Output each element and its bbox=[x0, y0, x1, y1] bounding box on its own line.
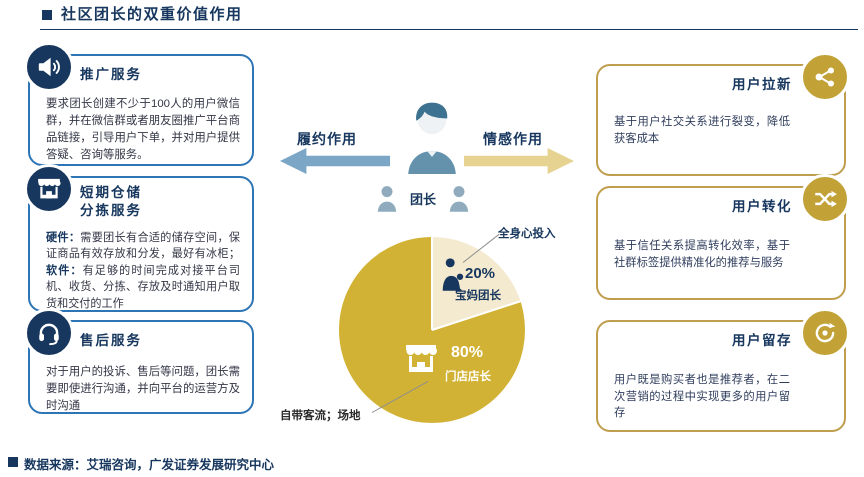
after-sales-card: 售后服务 对于用户的投诉、售后等问题，团长需要即使进行沟通，并向平台的运营方及时… bbox=[24, 308, 254, 414]
page-title: 社区团长的双重价值作用 bbox=[61, 6, 243, 23]
user-acquisition-card: 用户拉新 基于用户社交关系进行裂变，降低获客成本 bbox=[596, 52, 850, 176]
callout-devotion: 全身心投入 bbox=[498, 228, 556, 240]
source-bullet-square bbox=[8, 457, 18, 467]
software-label: 软件： bbox=[46, 264, 83, 277]
card-body: 用户既是购买者也是推荐者，在二次营销的过程中实现更多的用户留存 bbox=[614, 374, 790, 420]
card-title: 推广服务 bbox=[80, 67, 142, 82]
pie-slice-separator bbox=[431, 237, 433, 330]
leader-label: 团长 bbox=[409, 191, 436, 207]
pie-80-label: 门店店长 bbox=[445, 371, 491, 383]
card-title: 短期仓储 分拣服务 bbox=[80, 184, 142, 219]
user-conversion-card: 用户转化 基于信任关系提高转化效率，基于社群标签提供精准化的推荐与服务 bbox=[596, 174, 850, 300]
pie-80-percent: 80% bbox=[451, 344, 484, 361]
card-body: 基于信任关系提高转化效率，基于社群标签提供精准化的推荐与服务 bbox=[614, 240, 790, 269]
leader-group: 团长 bbox=[376, 184, 470, 212]
warehouse-sorting-card: 短期仓储 分拣服务 硬件：需要团长有合适的储存空间，保证商品有效存放和分发，最好… bbox=[24, 164, 254, 312]
card-body: 硬件：需要团长有合适的储存空间，保证商品有效存放和分发，最好有冰柜； 软件：有足够… bbox=[46, 230, 240, 312]
megaphone-icon bbox=[24, 42, 74, 92]
promotion-service-card: 推广服务 要求团长创建不少于100人的用户微信群，并在微信群或者朋友圈推广平台商… bbox=[24, 42, 254, 166]
callout-traffic-venue: 自带客流；场地 bbox=[280, 410, 361, 422]
user-retention-card: 用户留存 用户既是购买者也是推荐者，在二次营销的过程中实现更多的用户留存 bbox=[596, 308, 850, 432]
title-divider bbox=[40, 29, 858, 30]
pie-20-label: 宝妈团长 bbox=[455, 290, 501, 302]
emotion-arrow-label: 情感作用 bbox=[483, 131, 543, 147]
emotion-arrow bbox=[464, 148, 574, 174]
card-body: 要求团长创建不少于100人的用户微信群，并在微信群或者朋友圈推广平台商品链接，引… bbox=[46, 98, 240, 161]
leader-composition-pie-chart: 20% 宝妈团长 80% 门店店长 bbox=[339, 237, 525, 423]
fulfillment-arrow-label: 履约作用 bbox=[297, 131, 357, 147]
share-network-icon bbox=[800, 52, 850, 102]
card-title: 用户留存 bbox=[732, 333, 792, 348]
card-title: 用户转化 bbox=[732, 199, 792, 214]
hardware-label: 硬件： bbox=[46, 232, 81, 244]
title-bullet-square bbox=[42, 10, 52, 20]
fulfillment-arrow bbox=[280, 148, 390, 174]
card-title: 售后服务 bbox=[80, 333, 142, 348]
store-icon bbox=[403, 343, 439, 375]
member-person-icon bbox=[448, 184, 470, 212]
data-source: 数据来源：艾瑞咨询，广发证券发展研究中心 bbox=[24, 458, 275, 472]
member-person-icon bbox=[376, 184, 398, 212]
storefront-icon bbox=[24, 164, 74, 214]
card-title: 用户拉新 bbox=[732, 77, 792, 92]
card-body: 基于用户社交关系进行裂变，降低获客成本 bbox=[614, 116, 790, 145]
mom-with-baby-icon bbox=[439, 257, 467, 291]
software-text: 有足够的时间完成对接平台司机、收货、分拣、存放及时通知用户取货和交付的工作 bbox=[46, 264, 240, 310]
card-title-line2: 分拣服务 bbox=[80, 202, 142, 218]
hardware-text: 需要团长有合适的储存空间，保证商品有效存放和分发，最好有冰柜； bbox=[46, 232, 240, 261]
leader-person-icon bbox=[401, 96, 463, 174]
pie-20-percent: 20% bbox=[465, 265, 496, 282]
card-title-line1: 短期仓储 bbox=[80, 185, 142, 200]
retention-loop-icon bbox=[800, 308, 850, 358]
shuffle-arrows-icon bbox=[800, 174, 850, 224]
card-body: 对于用户的投诉、售后等问题，团长需要即使进行沟通，并向平台的运营方及时沟通 bbox=[46, 366, 240, 412]
headset-icon bbox=[24, 308, 74, 358]
